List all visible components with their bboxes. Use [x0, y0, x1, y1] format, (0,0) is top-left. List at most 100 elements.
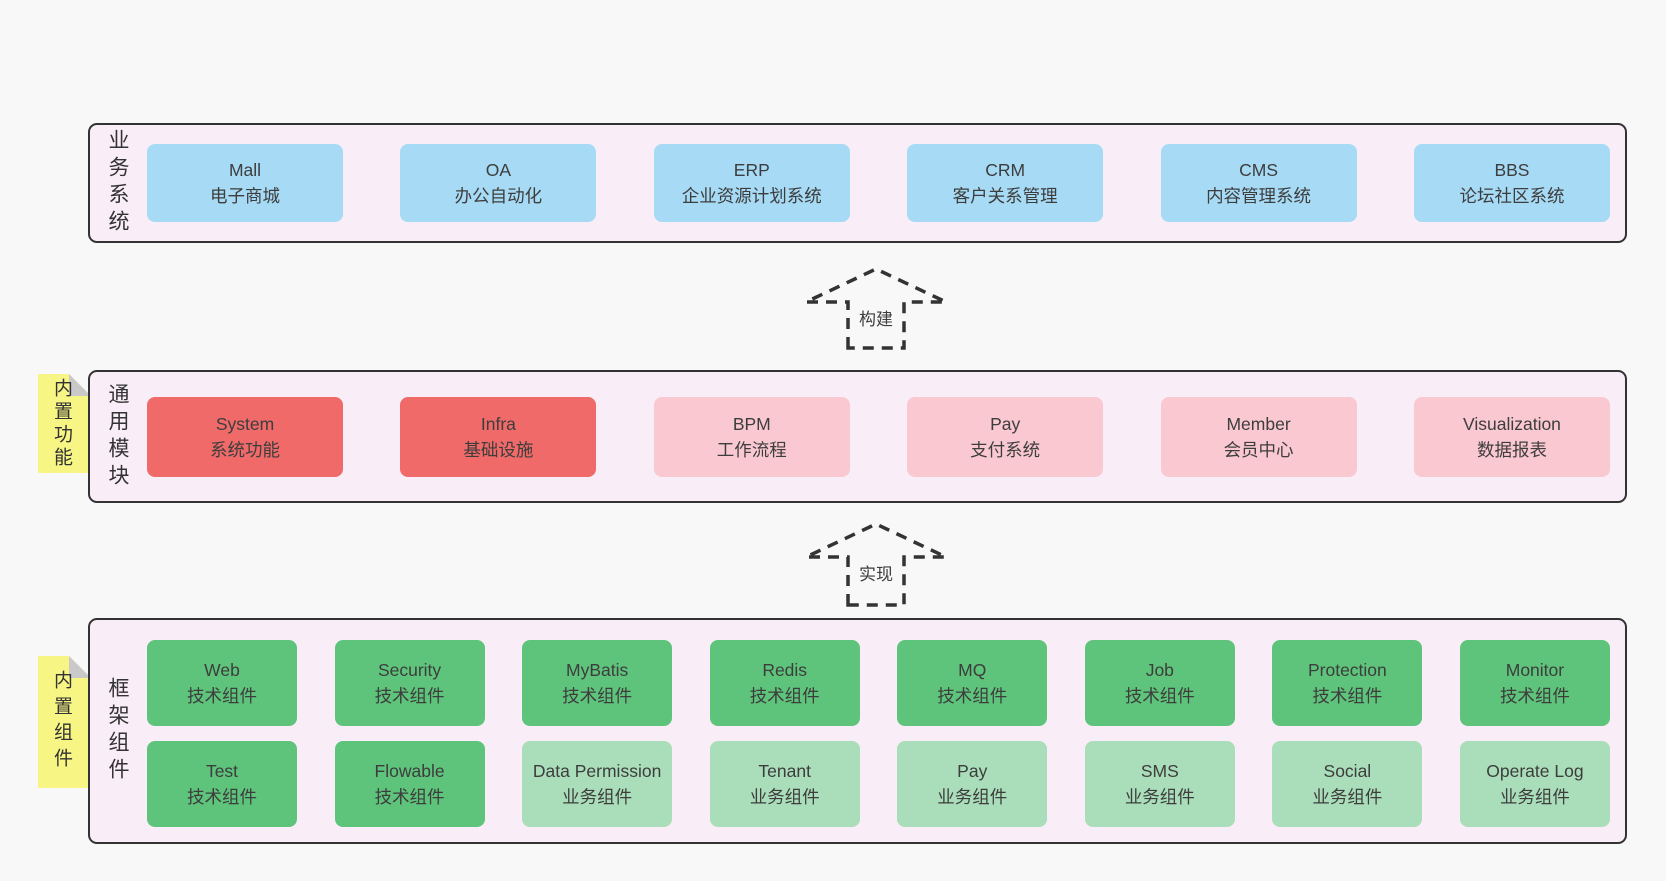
box-subtitle: 技术组件: [374, 686, 445, 706]
box-subtitle: 办公自动化: [454, 186, 543, 206]
box-title: BBS: [1494, 160, 1530, 180]
box-title: Operate Log: [1486, 761, 1584, 781]
box-subtitle: 工作流程: [716, 439, 787, 460]
box-title: SMS: [1140, 761, 1179, 781]
arrow-label: 实现: [856, 559, 896, 586]
component-box-redis: Redis 技术组件: [709, 640, 860, 726]
business-box-cms: CMS 内容管理系统: [1160, 144, 1357, 222]
module-box-bpm: BPM 工作流程: [653, 396, 850, 477]
box-subtitle: 内容管理系统: [1206, 186, 1312, 206]
component-row-1: Web 技术组件 Security 技术组件 MyBatis 技术组件 Redi…: [147, 640, 1610, 726]
sticky-note-label: 内置功能: [51, 377, 72, 470]
component-box-operate-log: Operate Log 业务组件: [1459, 741, 1610, 827]
dashed-up-arrow-icon: [805, 522, 947, 607]
component-box-test: Test 技术组件: [147, 741, 297, 827]
sticky-note-builtin-functions: 内置功能: [38, 374, 91, 473]
section-framework-components: 框架组件 Web 技术组件 Security 技术组件 MyBatis 技术组件…: [88, 618, 1627, 844]
component-box-monitor: Monitor 技术组件: [1459, 640, 1610, 726]
component-row-2: Test 技术组件 Flowable 技术组件 Data Permission …: [147, 741, 1610, 827]
dashed-up-arrow-icon: [805, 267, 947, 350]
box-title: Protection: [1307, 660, 1387, 680]
business-box-crm: CRM 客户关系管理: [907, 144, 1104, 222]
component-box-data-permission: Data Permission 业务组件: [522, 741, 673, 827]
box-title: Pay: [990, 413, 1021, 434]
box-subtitle: 业务组件: [1312, 787, 1383, 807]
section-label: 业务系统: [106, 129, 129, 237]
box-title: Member: [1226, 413, 1291, 434]
box-subtitle: 技术组件: [187, 787, 257, 807]
box-subtitle: 技术组件: [749, 686, 820, 706]
box-subtitle: 技术组件: [374, 787, 445, 807]
box-title: Monitor: [1505, 660, 1565, 680]
module-box-system: System 系统功能: [147, 396, 343, 477]
sticky-note-builtin-components: 内置组件: [38, 656, 91, 788]
box-subtitle: 技术组件: [1312, 686, 1383, 706]
business-box-bbs: BBS 论坛社区系统: [1413, 144, 1610, 222]
box-title: OA: [485, 160, 512, 180]
component-box-mybatis: MyBatis 技术组件: [522, 640, 673, 726]
box-title: Data Permission: [532, 761, 662, 781]
box-title: Social: [1323, 761, 1372, 781]
box-title: Job: [1145, 660, 1174, 680]
box-title: ERP: [733, 160, 770, 180]
box-subtitle: 技术组件: [562, 686, 633, 706]
box-title: BPM: [732, 413, 771, 434]
section-label: 框架组件: [106, 677, 129, 785]
box-subtitle: 技术组件: [937, 686, 1008, 706]
box-title: Web: [204, 660, 240, 680]
sticky-note-label: 内置组件: [51, 670, 72, 774]
box-title: Visualization: [1462, 413, 1561, 434]
component-box-protection: Protection 技术组件: [1272, 640, 1423, 726]
box-subtitle: 业务组件: [937, 787, 1008, 807]
box-subtitle: 电子商城: [210, 186, 280, 206]
box-subtitle: 论坛社区系统: [1459, 186, 1565, 206]
box-title: Tenant: [758, 761, 811, 781]
box-title: CMS: [1239, 160, 1278, 180]
box-subtitle: 技术组件: [187, 686, 257, 706]
build-arrow: 构建: [804, 266, 948, 350]
box-subtitle: 业务组件: [1124, 787, 1195, 807]
box-subtitle: 企业资源计划系统: [681, 186, 822, 206]
box-subtitle: 系统功能: [210, 439, 280, 460]
box-title: Flowable: [374, 761, 445, 781]
business-boxes-row: Mall 电子商城 OA 办公自动化 ERP 企业资源计划系统 CRM 客户关系…: [147, 125, 1610, 241]
box-subtitle: 支付系统: [970, 439, 1041, 460]
arrow-label: 构建: [856, 304, 896, 331]
section-label: 通用模块: [106, 382, 129, 491]
business-box-mall: Mall 电子商城: [147, 144, 343, 222]
box-title: CRM: [985, 160, 1026, 180]
box-title: MQ: [958, 660, 987, 680]
box-title: Mall: [228, 160, 262, 180]
sticky-note-background: [38, 656, 91, 788]
implement-arrow: 实现: [804, 521, 948, 607]
component-box-mq: MQ 技术组件: [897, 640, 1048, 726]
component-box-tenant: Tenant 业务组件: [709, 741, 860, 827]
box-title: MyBatis: [566, 660, 629, 680]
box-subtitle: 数据报表: [1476, 439, 1547, 460]
component-box-pay: Pay 业务组件: [897, 741, 1048, 827]
box-subtitle: 业务组件: [749, 787, 820, 807]
module-boxes-row: System 系统功能 Infra 基础设施 BPM 工作流程 Pay 支付系统…: [147, 372, 1610, 501]
component-box-web: Web 技术组件: [147, 640, 297, 726]
box-title: System: [215, 413, 275, 434]
box-subtitle: 客户关系管理: [952, 186, 1058, 206]
component-box-flowable: Flowable 技术组件: [334, 741, 485, 827]
box-subtitle: 技术组件: [1124, 686, 1195, 706]
box-subtitle: 技术组件: [1499, 686, 1570, 706]
box-subtitle: 会员中心: [1223, 439, 1294, 460]
box-subtitle: 业务组件: [1499, 787, 1570, 807]
box-title: Test: [205, 761, 239, 781]
box-title: Infra: [480, 413, 516, 434]
business-box-oa: OA 办公自动化: [400, 144, 597, 222]
module-box-visualization: Visualization 数据报表: [1413, 396, 1610, 477]
box-title: Security: [377, 660, 442, 680]
component-box-sms: SMS 业务组件: [1084, 741, 1235, 827]
module-box-infra: Infra 基础设施: [400, 396, 597, 477]
box-title: Pay: [957, 761, 988, 781]
module-box-pay: Pay 支付系统: [907, 396, 1104, 477]
business-box-erp: ERP 企业资源计划系统: [653, 144, 850, 222]
box-subtitle: 基础设施: [463, 439, 534, 460]
component-box-security: Security 技术组件: [334, 640, 485, 726]
section-business-systems: 业务系统 Mall 电子商城 OA 办公自动化 ERP 企业资源计划系统 CRM…: [88, 123, 1627, 243]
